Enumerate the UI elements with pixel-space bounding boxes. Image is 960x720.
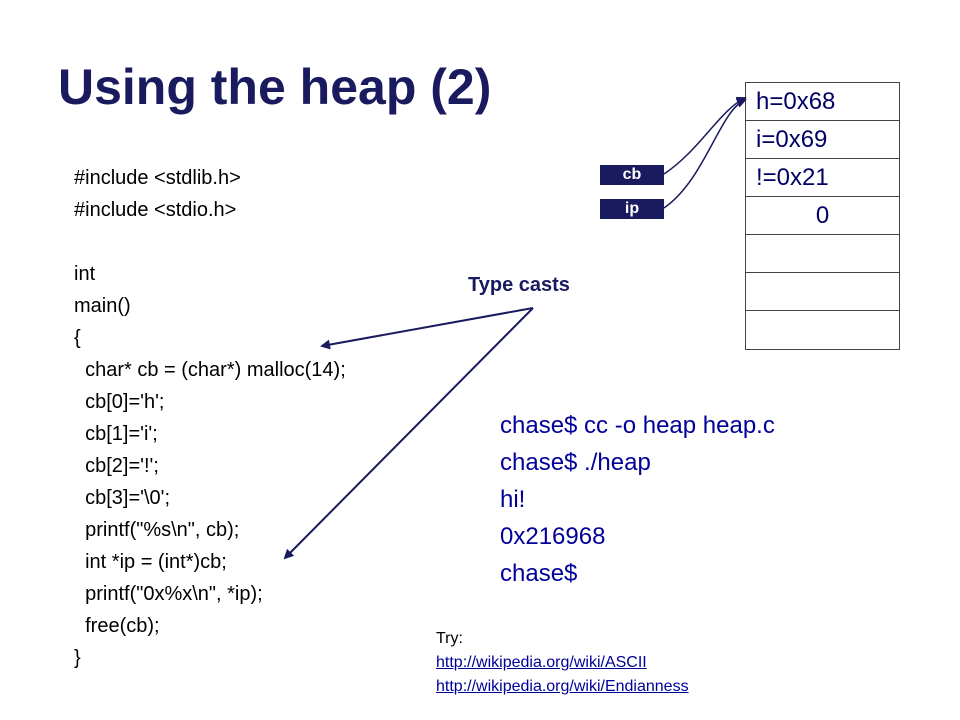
code-line: printf("%s\n", cb); xyxy=(74,519,240,541)
terminal-line: chase$ cc -o heap heap.c xyxy=(500,412,775,439)
code-line: } xyxy=(74,647,81,669)
heap-memory-block: h=0x68 i=0x69 !=0x21 0 xyxy=(745,82,900,350)
code-line: int xyxy=(74,263,96,285)
code-line: cb[3]='\0'; xyxy=(74,487,171,509)
memory-cell xyxy=(746,235,899,273)
terminal-output: chase$ cc -o heap heap.c chase$ ./heap h… xyxy=(500,407,775,592)
memory-cell: 0 xyxy=(746,197,899,235)
memory-cell: !=0x21 xyxy=(746,159,899,197)
memory-cell: i=0x69 xyxy=(746,121,899,159)
code-line: #include <stdlib.h> xyxy=(74,167,241,189)
code-line: main() xyxy=(74,295,131,317)
terminal-line: 0x216968 xyxy=(500,523,606,550)
terminal-line: chase$ ./heap xyxy=(500,449,651,476)
try-label: Try: xyxy=(436,630,463,647)
cast-arrow-malloc xyxy=(320,307,534,350)
ascii-link[interactable]: http://wikipedia.org/wiki/ASCII xyxy=(436,654,647,671)
terminal-line: chase$ xyxy=(500,560,578,587)
cast-arrow-ip xyxy=(283,307,534,560)
code-line: cb[2]='!'; xyxy=(74,455,159,477)
code-line: #include <stdio.h> xyxy=(74,199,237,221)
code-line: char* cb = (char*) malloc(14); xyxy=(74,359,346,381)
code-line: printf("0x%x\n", *ip); xyxy=(74,583,263,605)
memory-cell xyxy=(746,273,899,311)
code-line: { xyxy=(74,327,81,349)
code-line: cb[1]='i'; xyxy=(74,423,158,445)
ip-pointer-arrow xyxy=(663,98,747,209)
code-line: int *ip = (int*)cb; xyxy=(74,551,227,573)
pointer-cb: cb xyxy=(600,165,664,185)
try-links: Try: http://wikipedia.org/wiki/ASCII htt… xyxy=(436,627,689,699)
code-block: #include <stdlib.h> #include <stdio.h> i… xyxy=(74,162,346,674)
terminal-line: hi! xyxy=(500,486,526,513)
slide-title: Using the heap (2) xyxy=(58,59,492,115)
endianness-link[interactable]: http://wikipedia.org/wiki/Endianness xyxy=(436,678,689,695)
code-line: free(cb); xyxy=(74,615,160,637)
pointer-ip: ip xyxy=(600,199,664,219)
memory-cell: h=0x68 xyxy=(746,83,899,121)
type-casts-label: Type casts xyxy=(468,274,570,296)
code-line: cb[0]='h'; xyxy=(74,391,165,413)
